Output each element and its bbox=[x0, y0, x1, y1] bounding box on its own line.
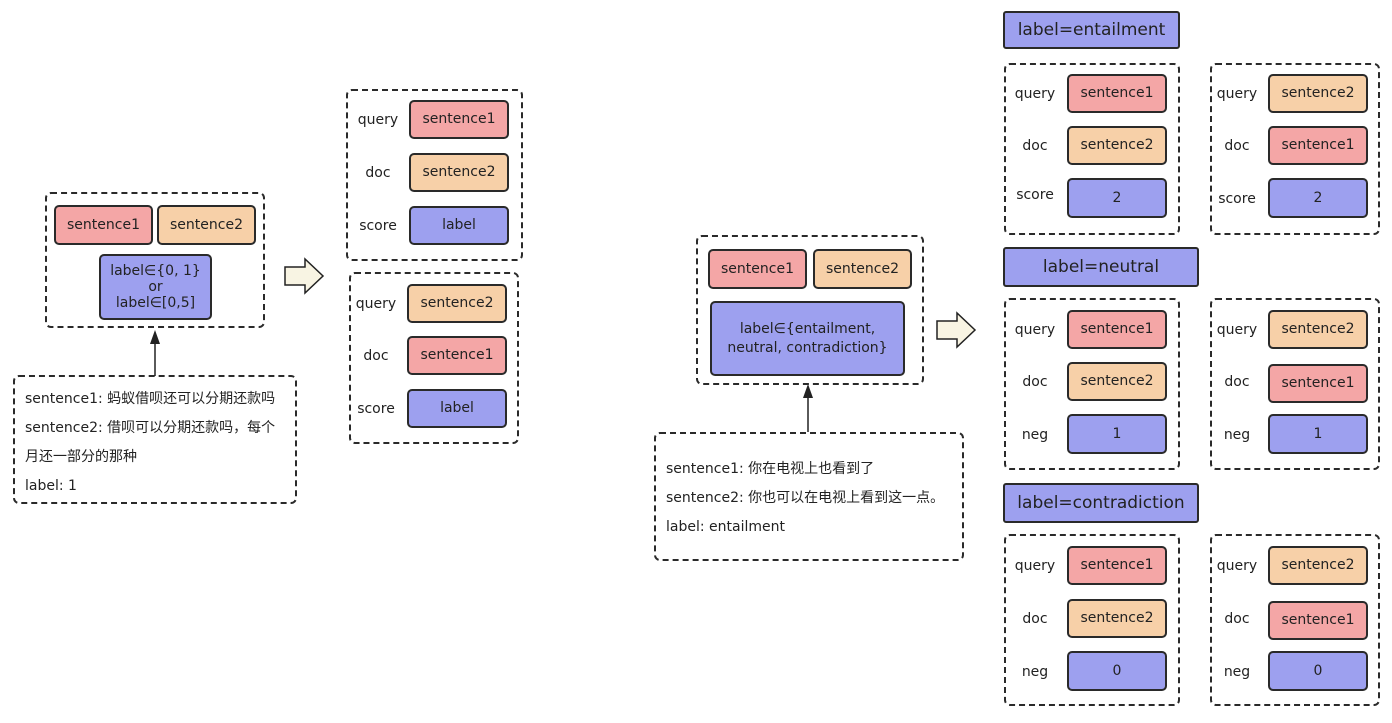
right-label-line-1: label∈{entailment, bbox=[739, 320, 876, 337]
query-box: sentence1 bbox=[1067, 74, 1167, 113]
score-box: label bbox=[407, 389, 507, 428]
doc-label: doc bbox=[1022, 374, 1048, 390]
neg-label: neg bbox=[1021, 664, 1049, 680]
query-label: query bbox=[1014, 86, 1056, 102]
neg-label: neg bbox=[1223, 664, 1251, 680]
right-input-group bbox=[696, 235, 924, 385]
doc-label: doc bbox=[1224, 374, 1250, 390]
query-label: query bbox=[1216, 86, 1258, 102]
doc-box: sentence2 bbox=[1067, 362, 1167, 401]
query-box: sentence2 bbox=[1268, 74, 1368, 113]
header-entailment: label=entailment bbox=[1003, 11, 1180, 49]
query-box: sentence1 bbox=[409, 100, 509, 139]
query-label: query bbox=[357, 112, 399, 128]
query-box: sentence2 bbox=[407, 284, 507, 323]
score-box: label bbox=[409, 206, 509, 245]
left-output-group-2 bbox=[349, 272, 519, 444]
query-label: query bbox=[1014, 322, 1056, 338]
score-label: score bbox=[1016, 187, 1054, 203]
right-label-line-2: neutral, contradiction} bbox=[727, 339, 888, 356]
doc-box: sentence1 bbox=[407, 336, 507, 375]
left-arrowhead bbox=[150, 330, 160, 344]
doc-label: doc bbox=[1022, 138, 1048, 154]
score-label: score bbox=[357, 401, 395, 417]
doc-label: doc bbox=[363, 348, 389, 364]
right-note-line-2: sentence2: 你也可以在电视上看到这一点。 bbox=[666, 490, 945, 506]
right-block-arrow bbox=[936, 311, 977, 349]
query-label: query bbox=[1014, 558, 1056, 574]
left-label-box: label∈{0, 1} or label∈[0,5] bbox=[99, 254, 212, 320]
neg-label: neg bbox=[1021, 427, 1049, 443]
header-neutral: label=neutral bbox=[1003, 247, 1199, 287]
query-box: sentence2 bbox=[1268, 310, 1368, 349]
left-block-arrow bbox=[284, 257, 325, 295]
doc-box: sentence2 bbox=[409, 153, 509, 192]
right-example-note: sentence1: 你在电视上也看到了 sentence2: 你也可以在电视上… bbox=[654, 432, 964, 561]
query-box: sentence1 bbox=[1067, 546, 1167, 585]
neutral-group-a bbox=[1004, 298, 1180, 470]
doc-box: sentence2 bbox=[1067, 126, 1167, 165]
query-label: query bbox=[1216, 322, 1258, 338]
entailment-group-a bbox=[1004, 63, 1180, 235]
score-label: score bbox=[359, 218, 397, 234]
query-box: sentence2 bbox=[1268, 546, 1368, 585]
query-box: sentence1 bbox=[1067, 310, 1167, 349]
neg-box: 0 bbox=[1268, 651, 1368, 691]
left-label-line-3: label∈[0,5] bbox=[115, 295, 196, 311]
doc-label: doc bbox=[365, 165, 391, 181]
neg-label: neg bbox=[1223, 427, 1251, 443]
left-note-line-2: sentence2: 借呗可以分期还款吗，每个 bbox=[25, 420, 276, 436]
doc-label: doc bbox=[1224, 611, 1250, 627]
neutral-group-b bbox=[1210, 298, 1380, 470]
score-label: score bbox=[1218, 191, 1256, 207]
neg-box: 1 bbox=[1268, 414, 1368, 454]
left-label-line-2: or bbox=[148, 279, 163, 295]
entailment-group-b bbox=[1210, 63, 1380, 235]
left-example-note: sentence1: 蚂蚁借呗还可以分期还款吗 sentence2: 借呗可以分… bbox=[13, 375, 297, 504]
score-box: 2 bbox=[1268, 178, 1368, 218]
doc-label: doc bbox=[1224, 138, 1250, 154]
right-sentence1-box: sentence1 bbox=[708, 249, 807, 289]
left-note-line-1: sentence1: 蚂蚁借呗还可以分期还款吗 bbox=[25, 391, 276, 407]
query-label: query bbox=[355, 296, 397, 312]
left-input-group bbox=[45, 192, 265, 328]
left-output-group-1 bbox=[346, 89, 523, 261]
left-note-line-4: label: 1 bbox=[25, 478, 77, 494]
doc-box: sentence1 bbox=[1268, 601, 1368, 640]
query-label: query bbox=[1216, 558, 1258, 574]
contradiction-group-a bbox=[1004, 534, 1180, 706]
doc-label: doc bbox=[1022, 611, 1048, 627]
neg-box: 0 bbox=[1067, 651, 1167, 691]
score-box: 2 bbox=[1067, 178, 1167, 218]
right-label-box: label∈{entailment, neutral, contradictio… bbox=[710, 301, 905, 376]
doc-box: sentence1 bbox=[1268, 364, 1368, 403]
right-sentence2-box: sentence2 bbox=[813, 249, 912, 289]
right-note-line-3: label: entailment bbox=[666, 519, 785, 535]
left-label-line-1: label∈{0, 1} bbox=[110, 263, 201, 279]
neg-box: 1 bbox=[1067, 414, 1167, 454]
right-note-line-1: sentence1: 你在电视上也看到了 bbox=[666, 461, 875, 477]
right-arrowhead bbox=[803, 384, 813, 398]
contradiction-group-b bbox=[1210, 534, 1380, 706]
doc-box: sentence1 bbox=[1268, 126, 1368, 165]
doc-box: sentence2 bbox=[1067, 599, 1167, 638]
left-note-line-3: 月还一部分的那种 bbox=[25, 449, 137, 465]
left-sentence1-box: sentence1 bbox=[54, 205, 153, 245]
header-contradiction: label=contradiction bbox=[1003, 483, 1199, 523]
left-sentence2-box: sentence2 bbox=[157, 205, 256, 245]
